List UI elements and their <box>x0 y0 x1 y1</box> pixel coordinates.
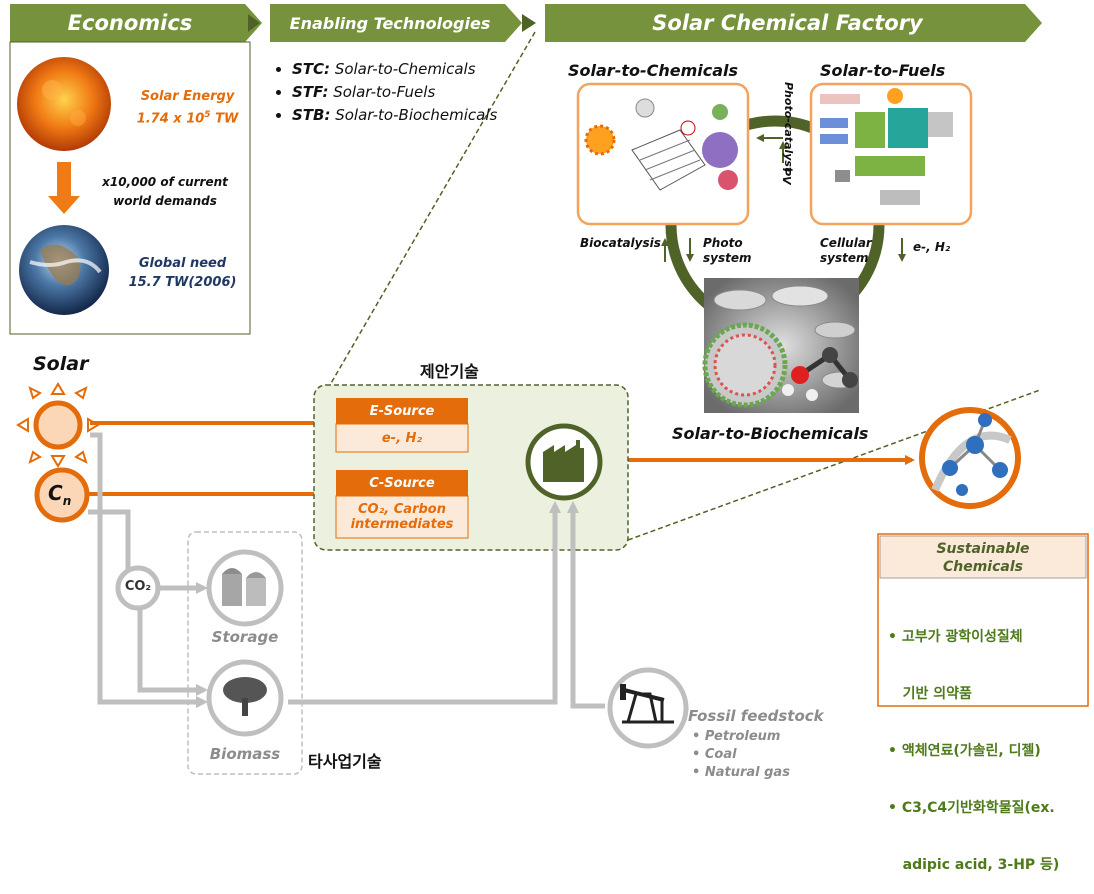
solar-energy-text: Solar Energy 1.74 x 105 TW <box>125 87 250 128</box>
multiplier-line-2: world demands <box>113 194 217 208</box>
sustainable-title-bg <box>879 535 1087 579</box>
enabling-item: STF: Solar-to-Fuels <box>292 81 497 104</box>
fossil-item-1: • Petroleum <box>692 729 781 744</box>
sun-image <box>17 57 111 151</box>
enabling-header: Enabling Technologies <box>270 4 510 42</box>
fossil-item-3: • Natural gas <box>692 765 790 780</box>
sustainable-item: adipic acid, 3-HP 등) <box>888 857 1060 873</box>
solar-to-biomass-line <box>90 432 208 708</box>
cn-letter: C <box>48 481 63 505</box>
co2-to-biomass-line <box>137 604 208 696</box>
enabling-header-shape <box>270 4 522 42</box>
economics-header: Economics <box>10 4 250 42</box>
sustainable-item: • C3,C4기반화학물질(ex. <box>888 800 1055 816</box>
sustainable-title: Sustainable Chemicals <box>880 540 1086 576</box>
csource-body-line-1: CO₂, Carbon <box>358 502 446 517</box>
solar-energy-label: Solar Energy <box>140 89 235 104</box>
other-business-box <box>187 531 303 775</box>
cellular-system-label: Cellular system <box>820 236 872 266</box>
esource-title-bg <box>336 398 468 424</box>
csource-title: C-Source <box>369 475 435 491</box>
stb-title: Solar-to-Biochemicals <box>672 424 869 443</box>
factory-header-text: Solar Chemical Factory <box>652 11 923 35</box>
enabling-header-text: Enabling Technologies <box>289 13 491 33</box>
co2-circle <box>115 565 161 611</box>
dashed-connector-lower <box>627 389 1041 541</box>
other-business-title: 타사업기술 <box>308 752 382 771</box>
header-arrow-1 <box>248 14 260 32</box>
sustainable-title-line-1: Sustainable <box>936 541 1030 557</box>
stc-title: Solar-to-Chemicals <box>568 61 739 80</box>
enabling-item: STB: Solar-to-Biochemicals <box>292 104 497 127</box>
header-arrow-2 <box>522 14 536 32</box>
factory-icon <box>525 423 603 501</box>
esource-title: E-Source <box>369 403 435 419</box>
esource-body: e-, H₂ <box>381 430 423 446</box>
global-need-value: 15.7 TW(2006) <box>128 275 237 290</box>
stf-title: Solar-to-Fuels <box>820 61 946 80</box>
cn-subscript: n <box>62 494 72 508</box>
photocatalyst-label: Photo-catalyst <box>782 82 795 173</box>
factory-header-shape <box>545 4 1042 42</box>
fossil-pump-icon <box>607 667 689 749</box>
economics-panel <box>9 41 251 335</box>
cellular-system-line-1: Cellular <box>820 236 872 250</box>
storage-label: Storage <box>211 628 279 646</box>
photo-system-line-2: system <box>703 251 752 265</box>
biocatalysis-label: Biocatalysis <box>580 236 661 250</box>
stc-image <box>576 82 750 226</box>
enabling-list: STC: Solar-to-Chemicals STF: Solar-to-Fu… <box>274 58 497 127</box>
photo-system-label: Photo system <box>703 236 752 266</box>
sustainable-item: 기반 의약품 <box>888 686 972 702</box>
csource-body: CO₂, Carbon intermediates <box>336 496 468 538</box>
economics-header-text: Economics <box>67 11 193 35</box>
csource-title-bg <box>336 470 468 496</box>
photo-system-line-1: Photo <box>703 236 743 250</box>
diagram-canvas <box>9 4 1089 775</box>
multiplier-text: x10,000 of current world demands <box>90 173 240 211</box>
fossil-title: Fossil feedstock <box>688 707 824 725</box>
sustainable-title-line-2: Chemicals <box>942 559 1023 575</box>
economics-header-shape <box>10 4 262 42</box>
solar-label: Solar <box>33 353 89 375</box>
cn-label: Cn <box>48 481 71 508</box>
electron-h2-label: e-, H₂ <box>913 240 951 254</box>
factory-header: Solar Chemical Factory <box>545 4 1030 42</box>
enabling-item: STC: Solar-to-Chemicals <box>292 58 497 81</box>
biomass-label: Biomass <box>209 745 281 763</box>
cn-grey-route <box>88 509 131 572</box>
sustainable-list: • 고부가 광학이성질체 기반 의약품 • 액체연료(가솔린, 디젤) • C3… <box>888 590 1084 894</box>
csource-body-line-2: intermediates <box>350 517 454 532</box>
multiplier-line-1: x10,000 of current <box>102 175 228 189</box>
pv-label: PV <box>780 168 793 185</box>
proposal-title: 제안기술 <box>420 362 479 381</box>
cn-circle <box>34 467 90 523</box>
biomass-to-factory-line <box>288 501 561 705</box>
storage-icon <box>206 549 284 627</box>
fossil-item: • Petroleum • Coal • Natural gas <box>692 728 790 782</box>
solar-sun-icon <box>16 382 100 468</box>
dashed-connector-upper <box>329 31 536 386</box>
fossil-item-2: • Coal <box>692 747 737 762</box>
sustainable-item: • 액체연료(가솔린, 디젤) <box>888 743 1041 759</box>
sustainable-item: • 고부가 광학이성질체 <box>888 629 1023 645</box>
co2-label: CO₂ <box>124 579 152 594</box>
economics-down-arrow <box>48 162 80 214</box>
global-need-label: Global need <box>138 256 227 271</box>
cellular-system-line-2: system <box>820 251 869 265</box>
fossil-to-factory-line <box>567 501 605 709</box>
global-need-text: Global need 15.7 TW(2006) <box>120 254 245 292</box>
solar-energy-value: 1.74 x 105 TW <box>136 110 239 127</box>
csource-body-bg <box>335 495 469 539</box>
esource-body-bg <box>335 423 469 453</box>
molecule-image <box>919 407 1021 509</box>
